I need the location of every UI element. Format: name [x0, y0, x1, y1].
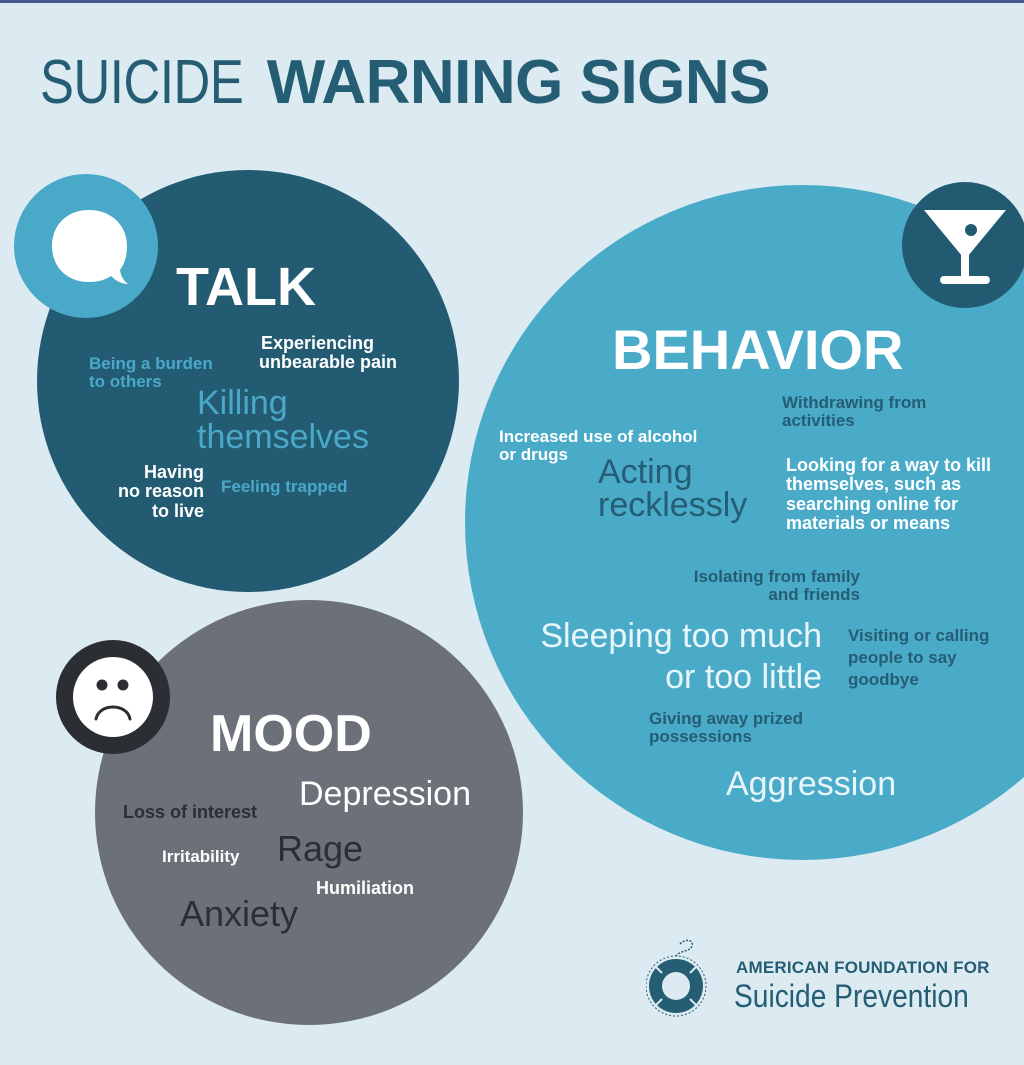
speech-bubble-icon [14, 174, 158, 318]
org-name-line1: AMERICAN FOUNDATION FOR [736, 958, 990, 977]
behavior-item-alcohol: Increased use of alcohol or drugs [499, 427, 698, 465]
talk-item-pain: Experiencing unbearable pain [259, 333, 398, 373]
behavior-item-withdrawing: Withdrawing from activities [782, 393, 927, 431]
behavior-item-looking: Looking for a way to kill themselves, su… [786, 455, 992, 533]
talk-item-killing: Killing themselves [197, 384, 369, 456]
behavior-item-aggression: Aggression [726, 765, 897, 803]
mood-circle [95, 600, 523, 1025]
martini-glass-icon [902, 182, 1024, 308]
mood-item-anxiety: Anxiety [180, 893, 299, 934]
mood-item-loss-of-interest: Loss of interest [123, 802, 258, 822]
talk-heading: TALK [176, 257, 316, 317]
behavior-item-isolating: Isolating from family and friends [693, 567, 860, 605]
mood-item-depression: Depression [299, 775, 471, 813]
top-border [0, 0, 1024, 3]
face-background [73, 657, 153, 737]
behavior-item-reckless: Acting recklessly [598, 453, 748, 525]
mood-item-humiliation: Humiliation [316, 878, 414, 898]
talk-item-no-reason: Having no reason to live [117, 462, 204, 521]
sad-face-icon [56, 640, 170, 754]
org-name-line2: Suicide Prevention [734, 978, 969, 1014]
title-light: SUICIDE [40, 48, 244, 117]
mood-heading: MOOD [210, 705, 372, 763]
page-title: SUICIDE WARNING SIGNS [40, 48, 771, 117]
talk-item-trapped: Feeling trapped [221, 477, 348, 496]
behavior-heading: BEHAVIOR [612, 318, 904, 381]
behavior-item-giving: Giving away prized possessions [649, 709, 803, 747]
behavior-item-sleeping: Sleeping too much or too little [540, 617, 822, 696]
life-ring-icon [645, 936, 712, 1025]
talk-item-burden: Being a burden to others [89, 354, 213, 392]
mood-item-rage: Rage [277, 828, 364, 869]
title-bold: WARNING SIGNS [266, 48, 771, 117]
behavior-item-visiting: Visiting or calling people to say goodby… [848, 626, 990, 690]
mood-item-irritability: Irritability [162, 847, 240, 866]
